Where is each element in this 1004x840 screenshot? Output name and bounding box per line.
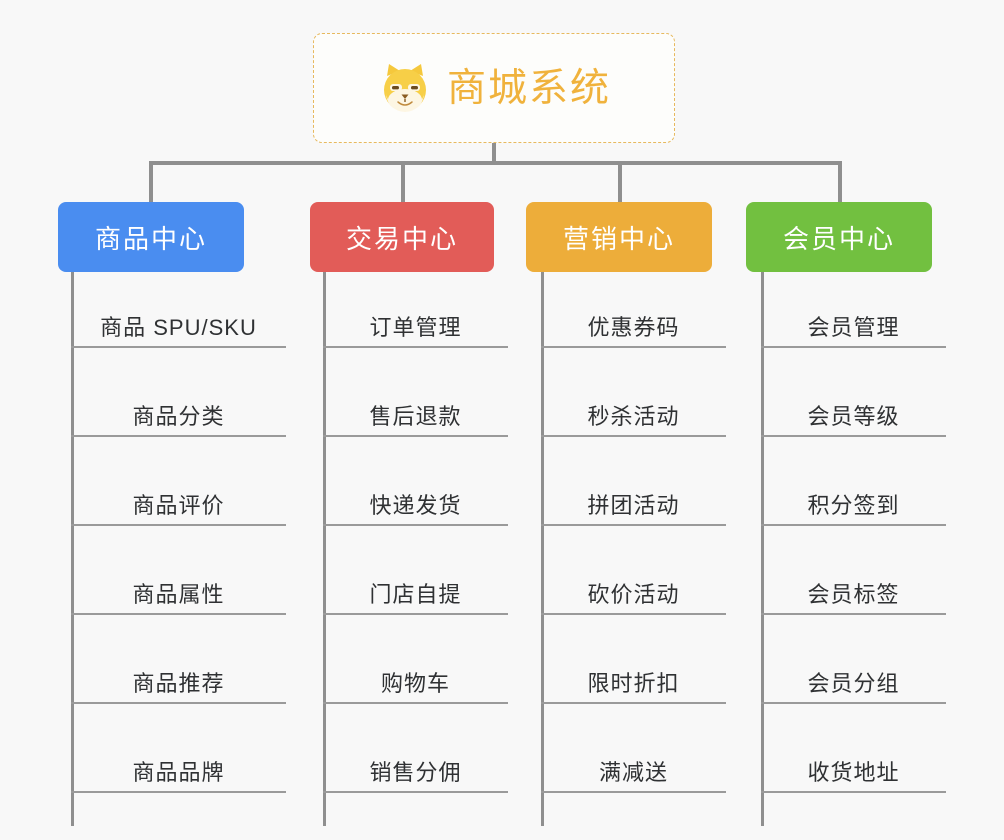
leaf-item[interactable]: 会员管理 xyxy=(761,288,946,348)
leaf-item[interactable]: 订单管理 xyxy=(323,288,508,348)
category-column-营销中心: 营销中心 xyxy=(526,202,712,272)
leaf-item[interactable]: 秒杀活动 xyxy=(541,377,726,437)
category-header-2[interactable]: 交易中心 xyxy=(310,202,494,272)
category-column-商品中心: 商品中心 xyxy=(58,202,244,272)
category-column-会员中心: 会员中心 xyxy=(746,202,932,272)
leaf-item[interactable]: 销售分佣 xyxy=(323,733,508,793)
category-header-3[interactable]: 营销中心 xyxy=(526,202,712,272)
leaf-item[interactable]: 商品 SPU/SKU xyxy=(71,288,286,348)
leaf-item[interactable]: 门店自提 xyxy=(323,555,508,615)
leaf-item[interactable]: 售后退款 xyxy=(323,377,508,437)
leaf-item[interactable]: 砍价活动 xyxy=(541,555,726,615)
shiba-dog-face-icon xyxy=(377,60,433,116)
connector-root-stem xyxy=(492,143,496,163)
leaf-item[interactable]: 满减送 xyxy=(541,733,726,793)
spine-category-3 xyxy=(541,272,544,826)
root-title: 商城系统 xyxy=(446,66,611,110)
leaf-item[interactable]: 购物车 xyxy=(323,644,508,704)
leaf-item[interactable]: 商品品牌 xyxy=(71,733,286,793)
leaf-item[interactable]: 积分签到 xyxy=(761,466,946,526)
spine-category-4 xyxy=(761,272,764,826)
connector-drop-category-1 xyxy=(149,161,153,203)
leaf-item[interactable]: 商品评价 xyxy=(71,466,286,526)
connector-drop-category-4 xyxy=(838,161,842,203)
leaf-item[interactable]: 优惠券码 xyxy=(541,288,726,348)
connector-drop-category-3 xyxy=(618,161,622,203)
spine-category-2 xyxy=(323,272,326,826)
leaf-item[interactable]: 限时折扣 xyxy=(541,644,726,704)
root-node[interactable]: 商城系统 xyxy=(313,33,675,143)
leaf-item[interactable]: 拼团活动 xyxy=(541,466,726,526)
leaf-item[interactable]: 收货地址 xyxy=(761,733,946,793)
category-column-交易中心: 交易中心 xyxy=(310,202,494,272)
leaf-item[interactable]: 商品推荐 xyxy=(71,644,286,704)
leaf-item[interactable]: 会员分组 xyxy=(761,644,946,704)
leaf-item[interactable]: 会员等级 xyxy=(761,377,946,437)
connector-horizontal-bus xyxy=(150,161,840,165)
leaf-item[interactable]: 商品分类 xyxy=(71,377,286,437)
connector-drop-category-2 xyxy=(401,161,405,203)
category-header-4[interactable]: 会员中心 xyxy=(746,202,932,272)
spine-category-1 xyxy=(71,272,74,826)
leaf-item[interactable]: 快递发货 xyxy=(323,466,508,526)
category-header-1[interactable]: 商品中心 xyxy=(58,202,244,272)
leaf-item[interactable]: 商品属性 xyxy=(71,555,286,615)
leaf-item[interactable]: 会员标签 xyxy=(761,555,946,615)
